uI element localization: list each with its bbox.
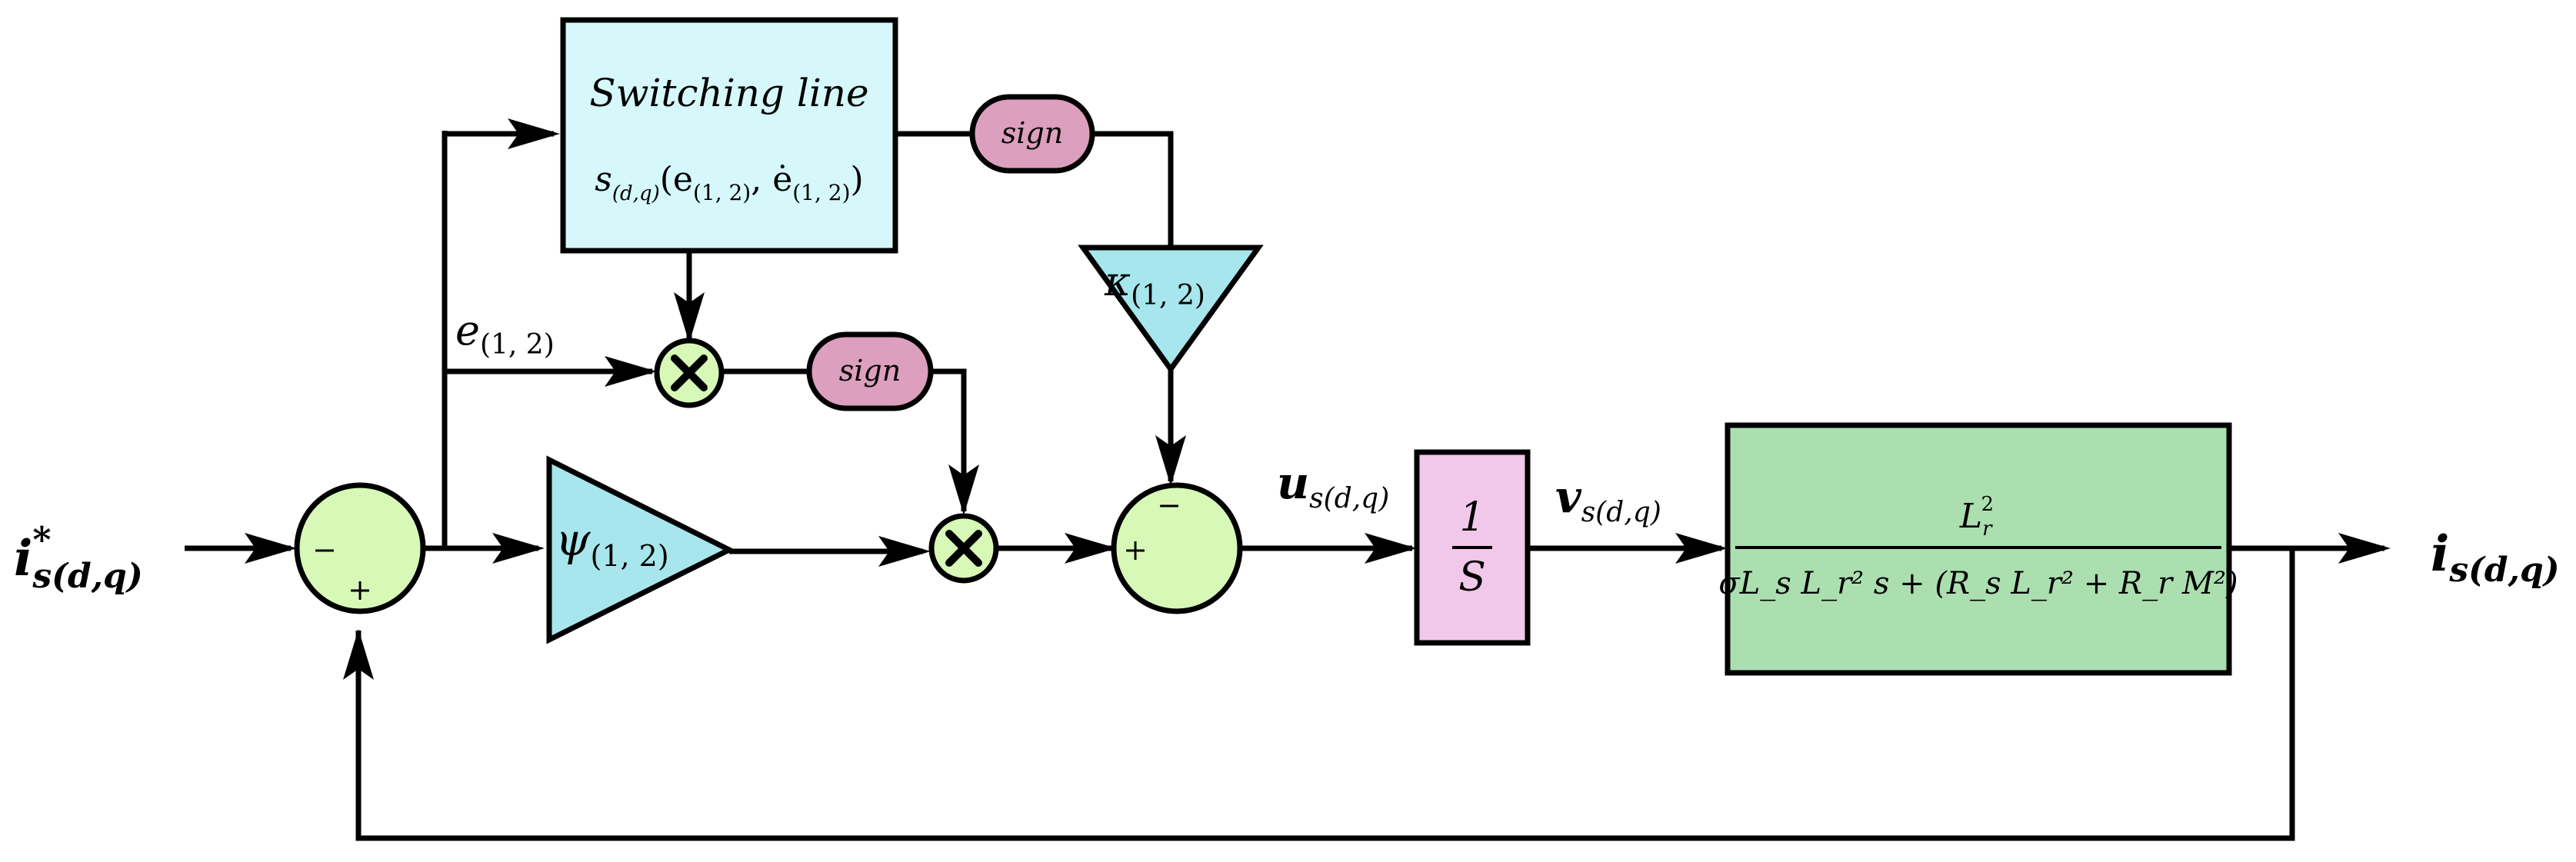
sum-junction-2 [1111, 482, 1243, 614]
wire-sum2-arrow [1065, 533, 1117, 564]
psi-gain-block [546, 455, 735, 644]
sign-label-2: sign [839, 354, 901, 388]
wire-integrator-arrow [1365, 533, 1417, 564]
wire-mult2-down-arrow [948, 464, 979, 515]
u-label: us(d,q) [1277, 457, 1389, 514]
plant-denominator: σL_s L_r² s + (R_s L_r² + R_r M²) [1718, 566, 2238, 601]
psi-gain-label: ψ(1, 2) [555, 514, 669, 573]
wire-plant-arrow [1675, 533, 1728, 564]
wire-mult2-arrow [878, 536, 931, 567]
kappa-gain-block [1078, 245, 1264, 374]
sum-junction-1-minus: − [312, 533, 337, 567]
multiplier-2-cross-icon [945, 530, 982, 567]
wire-switching-down-arrow [674, 292, 705, 343]
v-label: vs(d,q) [1555, 471, 1661, 528]
sign-block-2 [806, 331, 934, 411]
switching-line-block [560, 17, 898, 254]
sum-junction-2-minus: − [1157, 488, 1181, 522]
wire-mult1-arrow [605, 356, 657, 387]
output-label: is(d,q) [2431, 525, 2560, 590]
input-label: i*s(d,q) [14, 519, 143, 596]
sum-junction-2-plus: + [1123, 533, 1148, 567]
sign-block-1 [969, 94, 1095, 174]
wire-sum2-down-arrow [1155, 435, 1186, 486]
kappa-gain-label: κ(1, 2) [1104, 259, 1205, 311]
wire-feedback-arrow [343, 629, 374, 680]
wire-feedback [355, 548, 2295, 841]
integrator-numerator: 1 [1459, 494, 1485, 541]
switching-line-title: Switching line [589, 71, 868, 115]
wire-sign2-to-mult2 [931, 368, 967, 511]
multiplier-1-cross-icon [671, 354, 708, 391]
plant-numerator: Lr2 [1959, 493, 1994, 541]
switching-line-function: s(d,q)(e(1, 2), ė(1, 2)) [595, 160, 863, 205]
wire-input-arrow [245, 533, 297, 564]
sum-junction-1 [294, 482, 426, 614]
wire-psi-arrow [492, 533, 545, 564]
sum-junction-1-plus: + [348, 573, 372, 607]
wire-output-arrow [2338, 533, 2391, 564]
wire-switching-arrow [508, 118, 560, 149]
integrator-denominator: S [1458, 554, 1486, 601]
sign-label-1: sign [1001, 116, 1063, 150]
wire-sign1-to-k [1092, 131, 1174, 248]
error-label: e(1, 2) [455, 306, 555, 361]
